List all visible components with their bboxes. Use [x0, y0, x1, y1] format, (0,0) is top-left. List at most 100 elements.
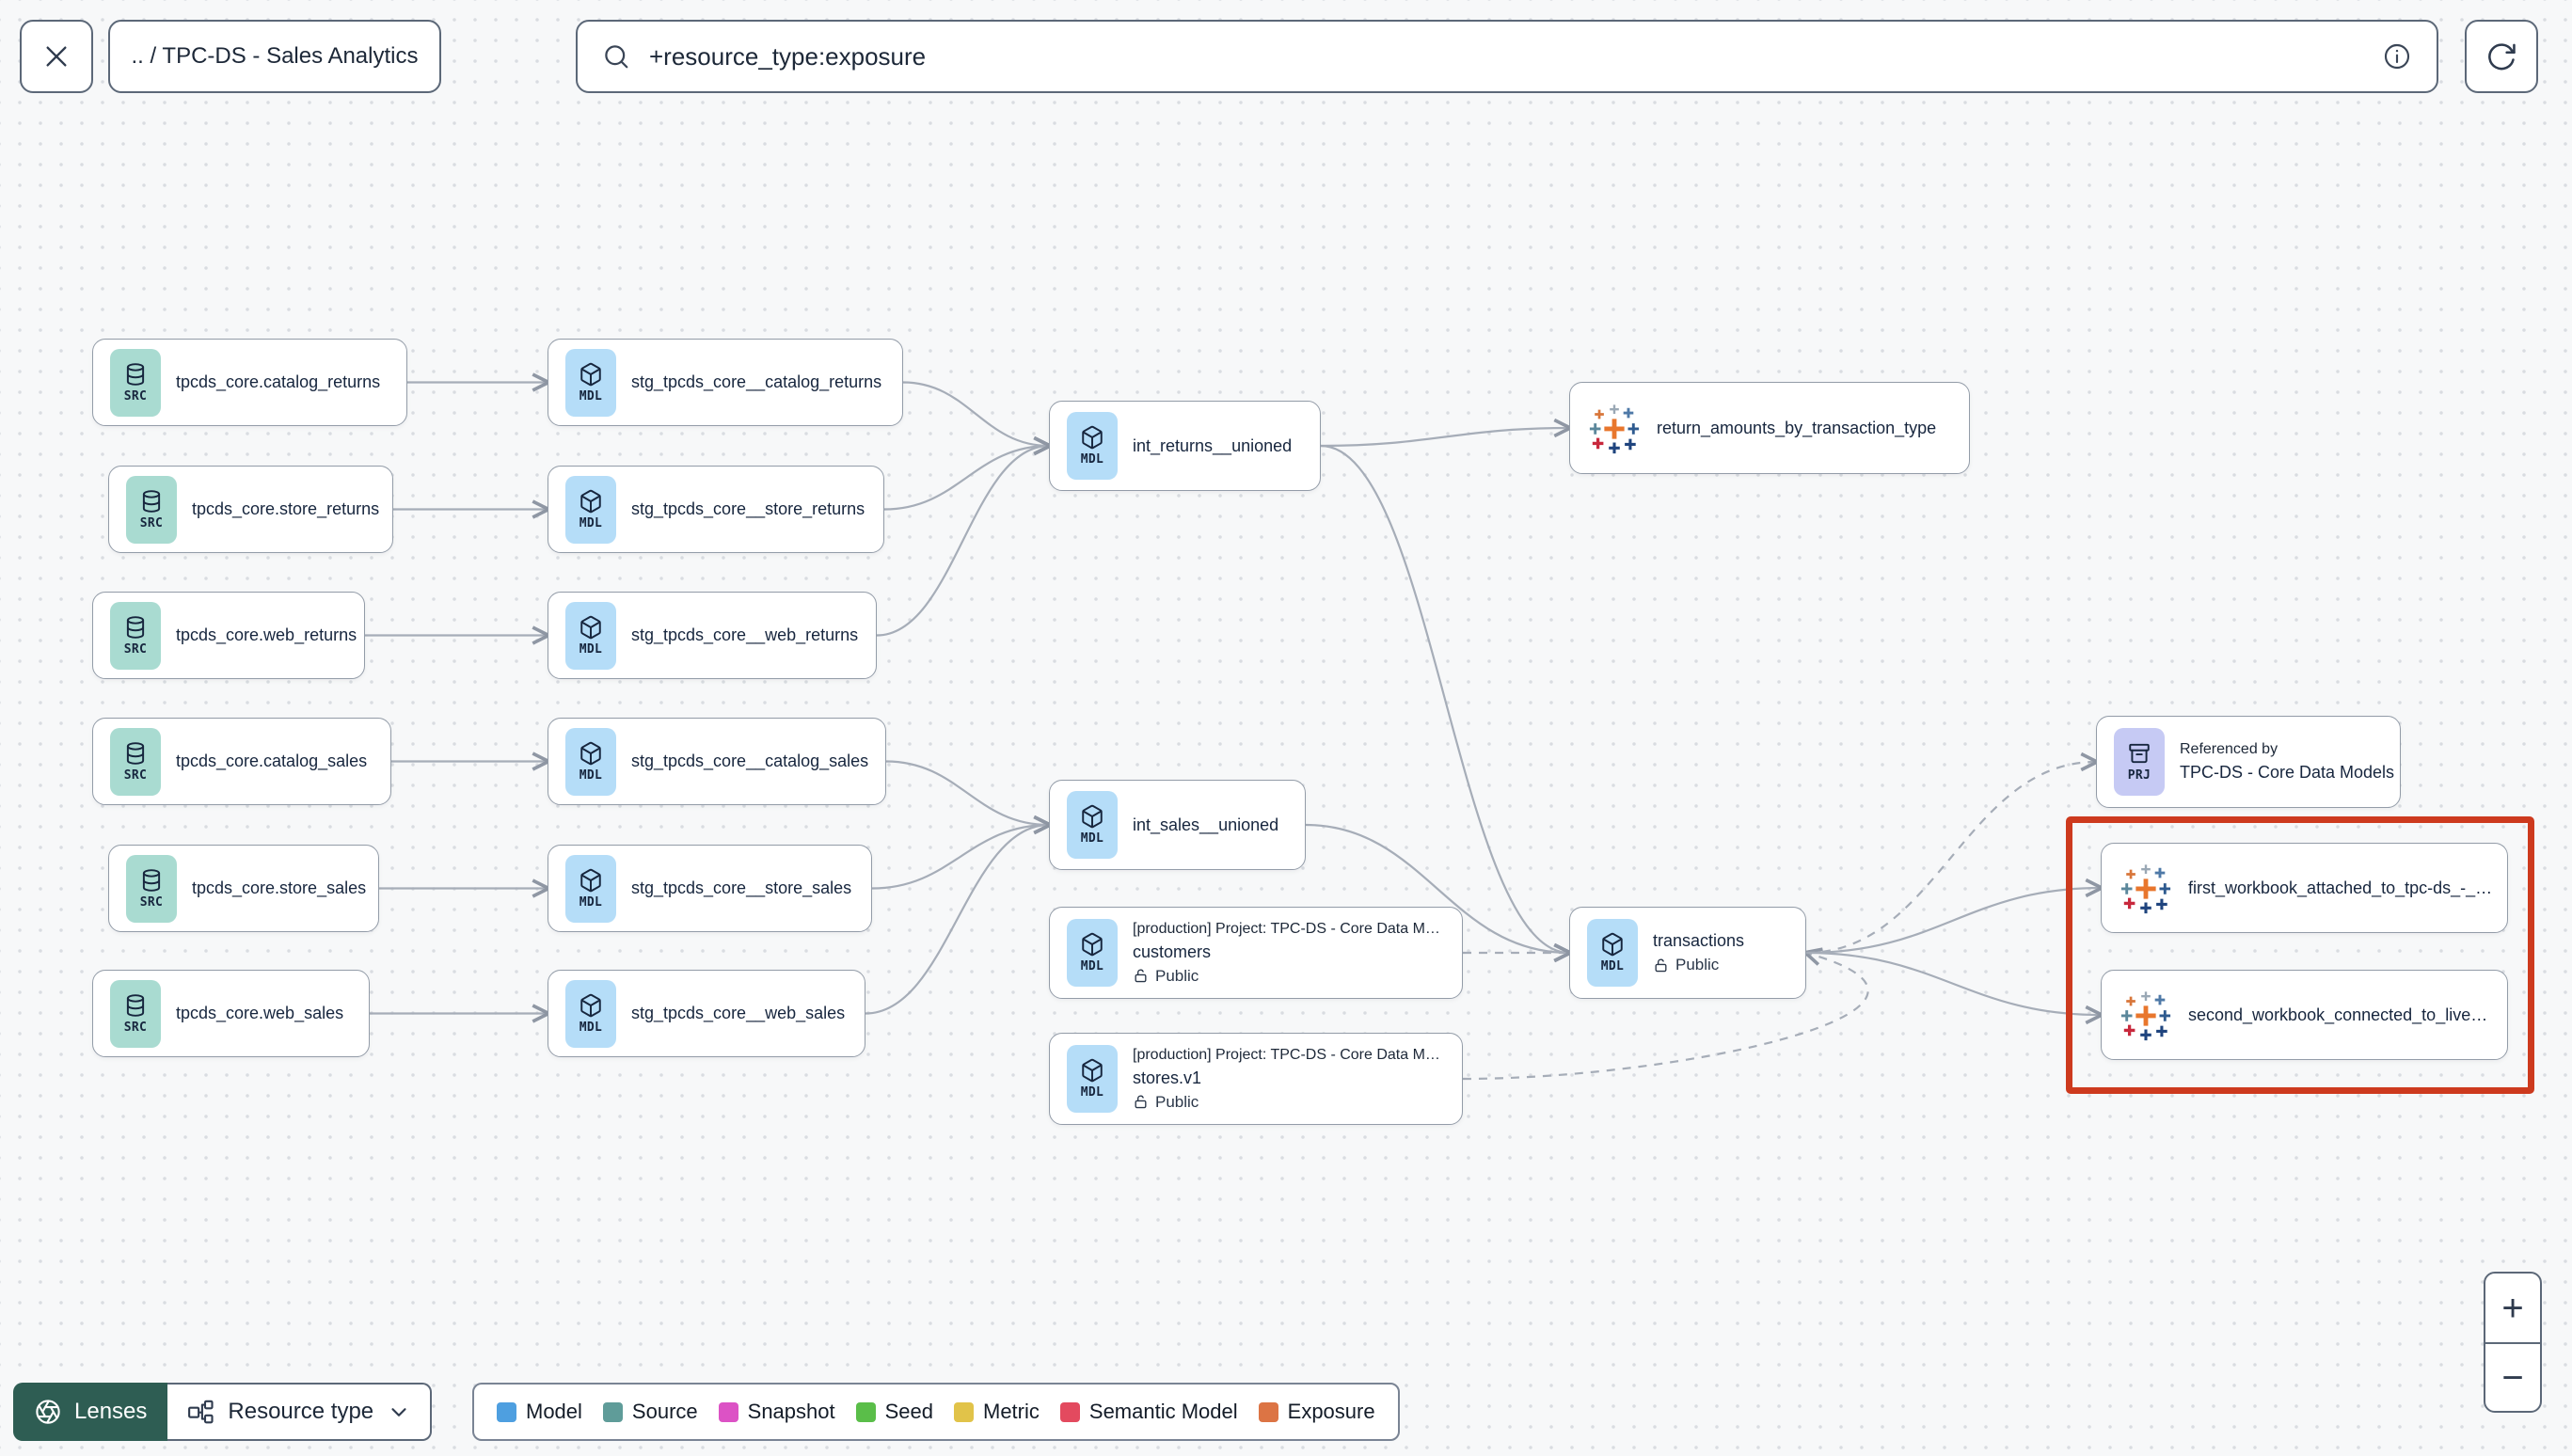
model-icon: MDL	[1067, 791, 1118, 859]
model-icon: MDL	[1067, 1045, 1118, 1113]
lenses-label: Lenses	[74, 1399, 148, 1424]
project-icon: PRJ	[2114, 728, 2165, 796]
node-src2[interactable]: SRC tpcds_core.store_returns	[108, 466, 393, 553]
public-badge-label: Public	[1155, 966, 1199, 985]
legend-item-snapshot: Snapshot	[718, 1400, 835, 1424]
node-customers[interactable]: MDL [production] Project: TPC-DS - Core D…	[1049, 907, 1463, 999]
model-icon: MDL	[565, 979, 616, 1048]
model-icon-label: MDL	[579, 768, 603, 783]
search-input[interactable]	[647, 40, 2365, 72]
legend-swatch	[497, 1401, 516, 1422]
zoom-out-button[interactable]: −	[2485, 1342, 2540, 1411]
node-int_returns[interactable]: MDL int_returns__unioned	[1049, 401, 1321, 491]
node-label: return_amounts_by_transaction_type	[1657, 418, 1937, 437]
node-label: tpcds_core.store_returns	[192, 499, 380, 518]
node-label: first_workbook_attached_to_tpc-ds_-_…	[2188, 878, 2493, 897]
model-icon-label: MDL	[579, 515, 603, 530]
model-icon-label: MDL	[1080, 1085, 1104, 1100]
edge-int_returns-transactions	[1320, 444, 1569, 953]
node-stg1[interactable]: MDL stg_tpcds_core__catalog_returns	[548, 339, 903, 426]
source-icon-label: SRC	[139, 515, 164, 530]
lenses-button[interactable]: Lenses	[13, 1383, 168, 1441]
node-label: int_returns__unioned	[1133, 435, 1293, 455]
legend-label: Metric	[983, 1400, 1040, 1423]
node-label: stg_tpcds_core__catalog_returns	[631, 372, 882, 391]
legend-item-model: Model	[497, 1400, 582, 1424]
legend-label: Model	[526, 1400, 582, 1423]
public-badge: Public	[1133, 967, 1445, 986]
model-icon-label: MDL	[1080, 959, 1104, 973]
legend-swatch	[954, 1401, 974, 1422]
node-label: stg_tpcds_core__catalog_sales	[631, 752, 869, 770]
node-stg5[interactable]: MDL stg_tpcds_core__store_sales	[548, 845, 872, 932]
model-icon-label: MDL	[1600, 959, 1625, 973]
zoom-in-button[interactable]: +	[2485, 1274, 2540, 1342]
info-icon[interactable]	[2382, 41, 2412, 71]
legend-label: Seed	[884, 1400, 933, 1423]
source-icon: SRC	[110, 348, 161, 417]
model-icon-label: MDL	[579, 894, 603, 910]
edge-transactions-wb2	[1805, 951, 2101, 1015]
public-badge: Public	[1653, 956, 1744, 974]
breadcrumb[interactable]: .. / TPC-DS - Sales Analytics	[108, 20, 441, 93]
node-label: stg_tpcds_core__store_returns	[631, 499, 865, 518]
close-icon	[41, 41, 71, 71]
node-label: TPC-DS - Core Data Models	[2180, 763, 2395, 782]
node-stg2[interactable]: MDL stg_tpcds_core__store_returns	[548, 466, 884, 553]
legend-swatch	[602, 1401, 623, 1422]
node-header: [production] Project: TPC-DS - Core Data…	[1133, 920, 1445, 937]
edge-stg1-int_returns	[902, 381, 1049, 447]
exposure-tableau-icon	[2119, 861, 2173, 915]
source-icon-label: SRC	[123, 641, 148, 657]
source-icon: SRC	[110, 979, 161, 1048]
node-src6[interactable]: SRC tpcds_core.web_sales	[92, 970, 370, 1057]
legend-label: Exposure	[1287, 1400, 1375, 1423]
source-icon-label: SRC	[123, 388, 148, 404]
node-prj[interactable]: PRJ Referenced by TPC-DS - Core Data Model…	[2096, 716, 2401, 808]
model-icon: MDL	[565, 601, 616, 670]
resource-type-dropdown[interactable]: Resource type	[167, 1383, 433, 1441]
legend-item-seed: Seed	[855, 1400, 933, 1424]
node-label: stg_tpcds_core__store_sales	[631, 878, 852, 897]
node-stg3[interactable]: MDL stg_tpcds_core__web_returns	[548, 592, 877, 679]
resource-type-icon	[186, 1398, 214, 1426]
node-wb2[interactable]: second_workbook_connected_to_live…	[2101, 970, 2508, 1060]
node-wb1[interactable]: first_workbook_attached_to_tpc-ds_-_…	[2101, 843, 2508, 933]
project-icon-label: PRJ	[2127, 768, 2151, 783]
node-return_amounts[interactable]: return_amounts_by_transaction_type	[1569, 382, 1970, 474]
edge-stg2-int_returns	[883, 446, 1049, 511]
node-label: stg_tpcds_core__web_returns	[631, 625, 859, 644]
source-icon: SRC	[110, 727, 161, 796]
node-src1[interactable]: SRC tpcds_core.catalog_returns	[92, 339, 407, 426]
refresh-button[interactable]	[2465, 20, 2538, 93]
node-label: tpcds_core.catalog_returns	[176, 372, 381, 391]
node-label: tpcds_core.store_sales	[192, 878, 367, 897]
legend-item-metric: Metric	[954, 1400, 1040, 1424]
legend-swatch	[1059, 1401, 1080, 1422]
model-icon-label: MDL	[579, 1020, 603, 1035]
lenses-aperture-icon	[34, 1398, 62, 1426]
source-icon-label: SRC	[123, 1020, 148, 1035]
model-icon: MDL	[1067, 412, 1118, 480]
model-icon: MDL	[565, 854, 616, 923]
legend-swatch	[718, 1401, 738, 1422]
node-stg4[interactable]: MDL stg_tpcds_core__catalog_sales	[548, 718, 886, 805]
model-icon: MDL	[565, 348, 616, 417]
close-button[interactable]	[20, 20, 93, 93]
node-header: Referenced by	[2180, 741, 2278, 757]
node-stores[interactable]: MDL[production] Project: TPC-DS - Core D…	[1049, 1033, 1463, 1125]
legend-swatch	[855, 1401, 876, 1422]
node-label: tpcds_core.web_sales	[176, 1004, 344, 1022]
model-icon-label: MDL	[579, 388, 603, 404]
unlock-icon	[1133, 1094, 1149, 1110]
edge-stg6-int_sales	[865, 825, 1049, 1015]
model-icon-label: MDL	[1080, 452, 1104, 467]
resource-type-label: Resource type	[228, 1399, 374, 1424]
